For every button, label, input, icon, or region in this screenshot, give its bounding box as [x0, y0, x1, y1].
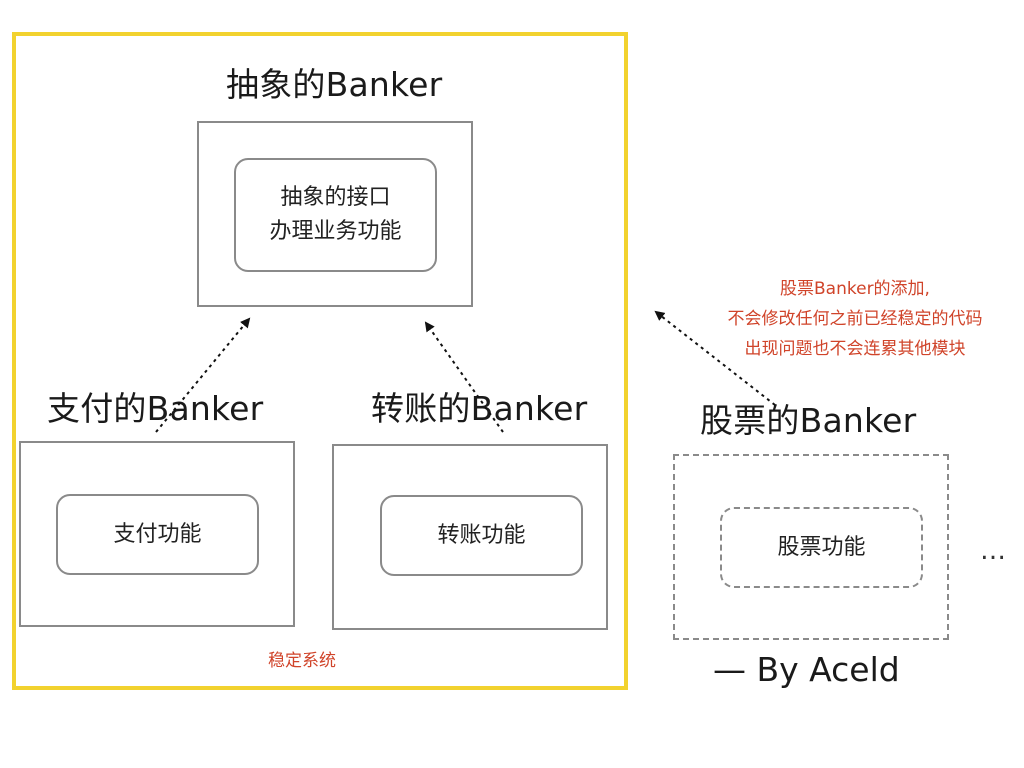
transfer-function-label: 转账功能 — [437, 522, 526, 548]
extension-note: 股票Banker的添加, 不会修改任何之前已经稳定的代码 出现问题也不会连累其他… — [700, 274, 1010, 364]
pay-to-abstract-arrow — [155, 317, 251, 433]
extension-note-line2: 不会修改任何之前已经稳定的代码 — [727, 309, 983, 329]
more-ellipsis: … — [980, 536, 1009, 566]
stable-system-label: 稳定系统 — [268, 651, 336, 671]
author-byline: — By Aceld — [713, 650, 900, 689]
abstract-banker-box: 抽象的接口 办理业务功能 — [197, 121, 473, 307]
extension-note-line1: 股票Banker的添加, — [780, 279, 930, 299]
abstract-interface-box: 抽象的接口 办理业务功能 — [234, 158, 437, 272]
transfer-to-abstract-arrow — [424, 321, 504, 433]
stock-banker-box: 股票功能 — [673, 454, 949, 640]
transfer-function-box: 转账功能 — [380, 495, 583, 576]
stock-function-label: 股票功能 — [777, 534, 866, 560]
stock-function-box: 股票功能 — [720, 507, 923, 588]
pay-function-box: 支付功能 — [56, 494, 259, 575]
transfer-banker-title: 转账的Banker — [371, 389, 588, 428]
stock-to-system-arrow — [654, 310, 776, 406]
extension-note-line3: 出现问题也不会连累其他模块 — [744, 339, 966, 359]
abstract-interface-line1: 抽象的接口 — [280, 185, 391, 210]
stable-system-frame — [12, 32, 628, 690]
stock-banker-title: 股票的Banker — [700, 401, 917, 440]
transfer-banker-box: 转账功能 — [332, 444, 608, 630]
pay-function-label: 支付功能 — [113, 521, 202, 547]
abstract-banker-title: 抽象的Banker — [226, 65, 443, 104]
pay-banker-box: 支付功能 — [19, 441, 295, 627]
abstract-interface-line2: 办理业务功能 — [269, 219, 402, 244]
pay-banker-title: 支付的Banker — [47, 389, 264, 428]
